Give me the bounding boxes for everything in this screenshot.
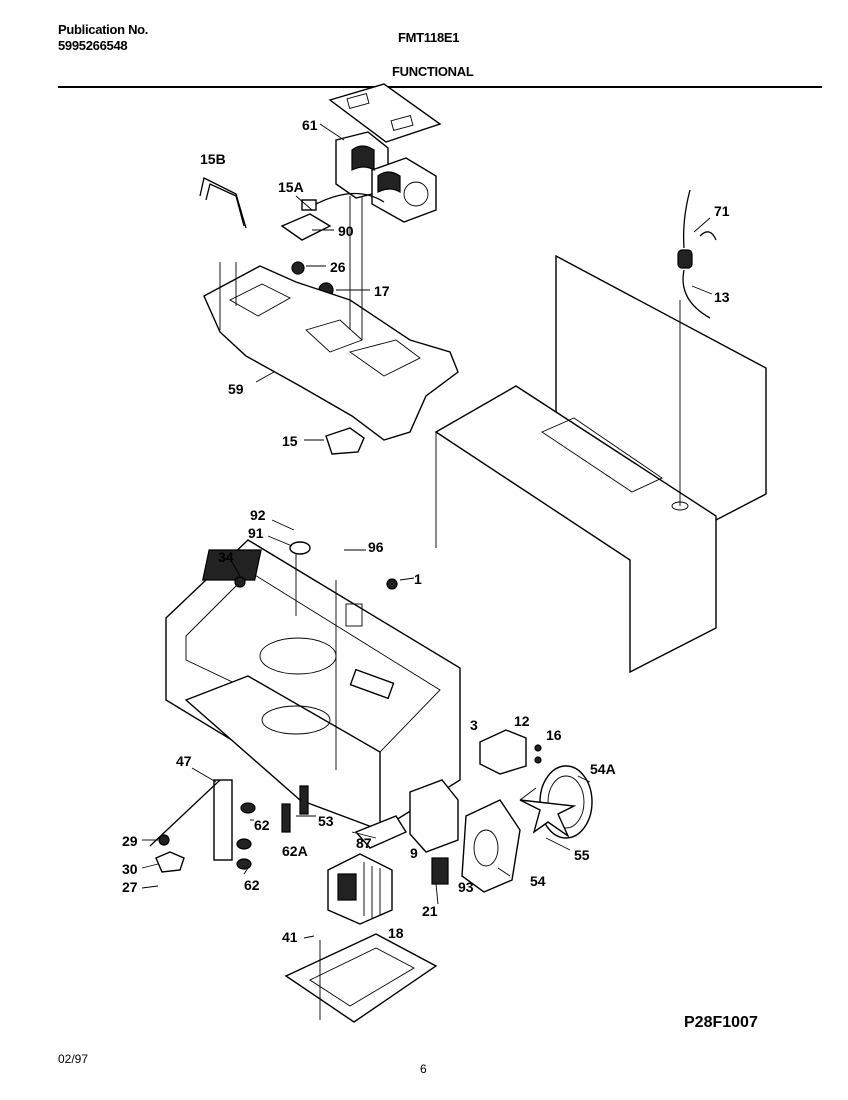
callout-15b: 15B [200,151,226,167]
bracket-15b-illustration [199,177,247,229]
callout-53: 53 [318,813,334,829]
callout-62-upper: 62 [254,817,270,833]
callout-87: 87 [356,835,372,851]
callout-30: 30 [122,861,138,877]
callout-91: 91 [248,525,264,541]
fan-housing-illustration [335,131,437,223]
components-right-illustration [354,729,593,893]
callout-15a: 15A [278,179,304,195]
base-plate-illustration [284,933,438,1023]
components-left-illustration [149,541,398,873]
callout-54: 54 [530,873,546,889]
leader-lines [141,123,713,939]
publication-label: Publication No. [58,22,149,37]
power-cord-illustration [677,189,717,319]
callout-21: 21 [422,903,438,919]
callout-92: 92 [250,507,266,523]
callout-1: 1 [414,571,422,587]
callout-18: 18 [388,925,404,941]
callout-41: 41 [282,929,298,945]
callout-29: 29 [122,833,138,849]
header-rule [58,86,822,88]
callout-59: 59 [228,381,244,397]
callout-9: 9 [410,845,418,861]
callout-3: 3 [470,717,478,733]
switch-assembly-illustration [280,192,385,298]
duct-15-illustration [325,427,365,455]
base-chassis-illustration [203,196,459,441]
callout-16: 16 [546,727,562,743]
callout-93: 93 [458,879,474,895]
model-number: FMT118E1 [398,30,460,45]
callout-26: 26 [330,259,346,275]
callout-34: 34 [218,549,234,565]
cabinet-wrapper-illustration [434,254,767,674]
callout-62a: 62A [282,843,308,859]
footer-date: 02/97 [58,1052,89,1066]
callout-15: 15 [282,433,298,449]
callout-12: 12 [514,713,530,729]
page-number: 6 [420,1062,427,1076]
drawing-number: P28F1007 [684,1014,758,1031]
callout-47: 47 [176,753,192,769]
transformer-illustration [327,853,393,925]
publication-number: 5995266548 [58,38,128,53]
callout-61: 61 [302,117,318,133]
callout-17: 17 [374,283,390,299]
callout-27: 27 [122,879,138,895]
callout-90: 90 [338,223,354,239]
vent-plate-illustration [328,83,442,143]
callout-96: 96 [368,539,384,555]
callout-62-lower: 62 [244,877,260,893]
callout-55: 55 [574,847,590,863]
oven-cavity-illustration [165,539,461,832]
callout-54a: 54A [590,761,616,777]
callout-71: 71 [714,203,730,219]
section-title: FUNCTIONAL [392,64,474,79]
callout-13: 13 [714,289,730,305]
